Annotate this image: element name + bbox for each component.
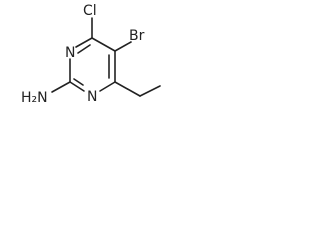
bond-n3-c4: [75, 37, 93, 48]
chemical-structure-diagram: Cl Br N N H₂N: [21, 3, 161, 106]
bond-c2-nh2: [51, 81, 71, 93]
bond-n1-c2: [69, 81, 85, 92]
bond-c4-c5: [91, 37, 116, 52]
amine-label: H₂N: [21, 90, 48, 106]
nitrogen-upper-label: N: [65, 45, 75, 61]
bond-c5-br: [114, 41, 132, 52]
chlorine-label: Cl: [83, 3, 97, 19]
bond-n1-c2-inner: [73, 78, 84, 86]
bond-c6-n1: [99, 81, 116, 92]
bond-c6-ch2: [114, 81, 141, 97]
nitrogen-lower-label: N: [87, 89, 97, 105]
bond-n3-c4-inner: [77, 44, 91, 54]
bromine-label: Br: [129, 28, 145, 44]
bond-ethyl: [139, 85, 161, 97]
